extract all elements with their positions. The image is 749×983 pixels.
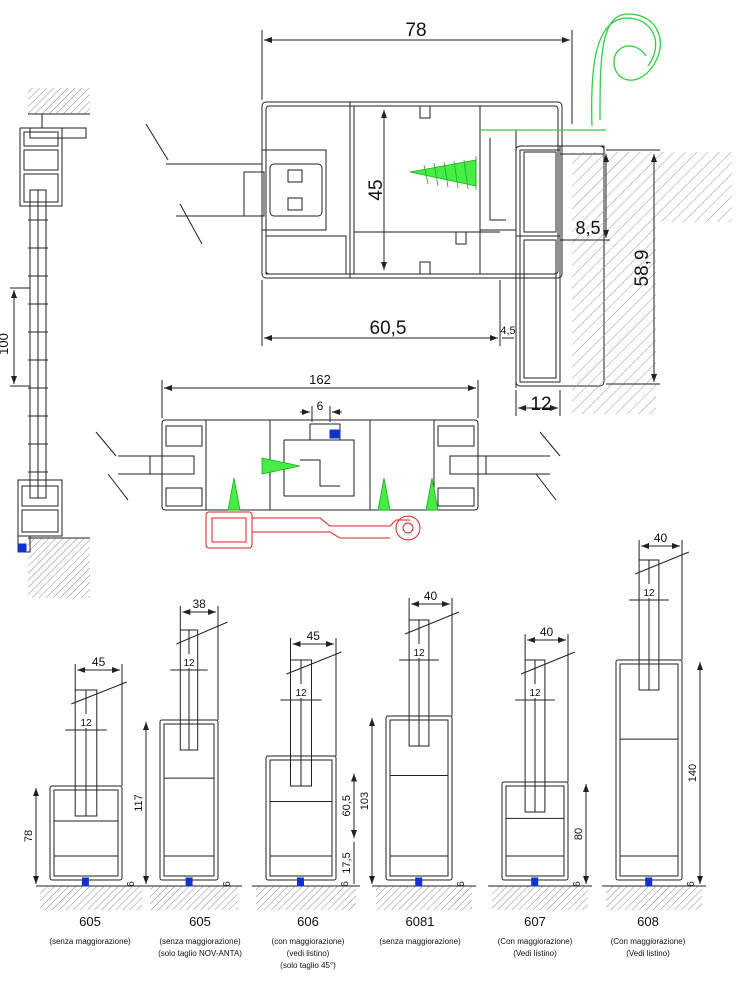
profile-code: 606	[297, 914, 319, 929]
slat-marks	[28, 219, 48, 473]
dim-base: 6	[340, 881, 351, 887]
profile-6081: 40 12 103 6 6081 (senza maggiorazione)	[359, 589, 476, 946]
profile-code: 605	[79, 914, 101, 929]
profile-605: 45 12 78 6 605 (senza maggiorazione)	[23, 655, 146, 946]
profile-note: (Vedi listino)	[513, 949, 557, 958]
profile-note: (Con maggiorazione)	[611, 937, 686, 946]
dim-width: 45	[307, 629, 321, 643]
dim-width-78: 78	[405, 20, 426, 41]
middle-screws	[227, 457, 439, 511]
screw-icon	[409, 156, 477, 190]
dim-height: 103	[359, 792, 371, 810]
dim-base-12: 12	[530, 394, 551, 415]
profile-note: (solo taglio NOV-ANTA)	[158, 949, 242, 958]
dim-width: 40	[540, 625, 554, 639]
dim-height: 140	[687, 764, 699, 782]
dim-height: 80	[573, 828, 585, 840]
dim-base: 6	[686, 881, 697, 887]
top-dimensions	[261, 30, 660, 416]
profile-note: (Con maggiorazione)	[498, 937, 573, 946]
dim-glass: 12	[183, 658, 195, 669]
dim-base: 6	[456, 881, 467, 887]
hinge-loop	[480, 13, 661, 131]
dim-base: 6	[572, 881, 583, 887]
dim-gap-4-5: 4,5	[500, 325, 515, 337]
dim-width: 45	[92, 655, 106, 669]
profile-note: (con maggiorazione)	[272, 937, 345, 946]
dim-vertical-100: 100	[0, 333, 11, 355]
dim-base: 6	[222, 881, 233, 887]
dim-height: 60,5	[341, 795, 353, 816]
middle-section	[95, 380, 561, 511]
dim-width-60-5: 60,5	[370, 318, 407, 339]
profile-note: (vedi listino)	[287, 949, 330, 958]
dim-height: 78	[23, 830, 35, 842]
profile-note: (senza maggiorazione)	[49, 937, 131, 946]
dim-width: 40	[654, 531, 668, 545]
dim-height-lower: 17,5	[341, 852, 353, 873]
profile-605: 38 12 117 6 605 (senza maggiorazione) (solo ta…	[133, 597, 242, 958]
dim-glass: 12	[643, 588, 655, 599]
left-elevation	[10, 88, 90, 598]
handle-hardware	[205, 511, 421, 549]
profile-note: (solo taglio 45°)	[280, 961, 336, 970]
dim-glass: 12	[529, 688, 541, 699]
dim-width: 40	[424, 589, 438, 603]
dim-height-58-9: 58,9	[632, 250, 653, 287]
dim-glass: 12	[80, 718, 92, 729]
dim-glass: 12	[413, 648, 425, 659]
profile-608: 40 12 140 6 608 (Con maggiorazione) (Vedi list…	[602, 531, 706, 958]
dim-height: 117	[133, 794, 145, 812]
dim-glass: 12	[295, 688, 307, 699]
profile-607: 40 12 80 6 607 (Con maggiorazione) (Vedi listi…	[488, 625, 592, 958]
profile-note: (Vedi listino)	[626, 949, 670, 958]
profile-code: 605	[189, 914, 211, 929]
profile-code: 607	[524, 914, 546, 929]
dim-total-162: 162	[309, 372, 331, 387]
profile-row: 45 12 78 6 605 (senza maggiorazione) 38 12 117 6 6…	[23, 531, 706, 970]
dim-height-45: 45	[366, 179, 387, 200]
dim-small-6: 6	[317, 399, 324, 413]
profile-code: 608	[637, 914, 659, 929]
dim-width: 38	[192, 597, 206, 611]
profile-606: 45 12 60,5 17,5 6 606 (con maggiorazione) (vedi…	[252, 629, 360, 970]
dim-base: 6	[126, 881, 137, 887]
profile-note: (senza maggiorazione)	[379, 937, 461, 946]
dim-thickness-8-5: 8,5	[575, 218, 600, 238]
profile-code: 6081	[406, 914, 435, 929]
profile-note: (senza maggiorazione)	[159, 937, 241, 946]
